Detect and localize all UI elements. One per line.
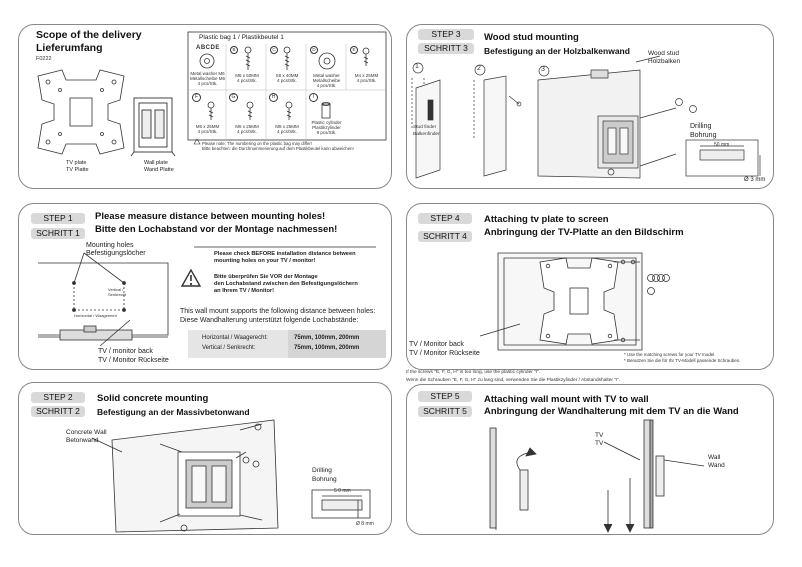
step3-title-de: Befestigung an der Holzbalkenwand [484,46,630,56]
step3-num-3: 3 [541,66,545,73]
product-code: F0222 [36,56,52,62]
warning-en: Please check BEFORE installation distanc… [214,251,356,264]
plastic-bag-box [187,31,387,141]
step5-tag-de: SCHRITT 5 [418,406,472,417]
step3-tag: STEP 3 [418,29,474,40]
step5-title: Attaching wall mount with TV to wall [484,394,649,405]
part-letter-h: H [269,93,278,102]
step2-depth: 5 0 mm [334,488,351,494]
step1-tag-de: SCHRITT 1 [31,228,85,239]
v-value: 75mm, 100mm, 200mm [294,345,360,351]
wall-plate-drawing [130,97,176,157]
step4-below-2: Wenn die Schrauben "E, F, G, H" zu lang … [406,378,621,383]
step3-depth: 50 mm [714,142,730,148]
step2-title: Solid concrete mounting [97,393,209,404]
scope-title: Scope of the delivery [36,29,142,41]
step2-diameter: Ø 8 mm [356,521,374,527]
h-value: 75mm, 100mm, 200mm [294,335,360,341]
step3-diameter: Ø 3 mm [744,177,766,183]
parts-row1-icons [199,46,370,70]
step3-title: Wood stud mounting [484,32,579,43]
part-letter-g: G [229,93,238,102]
step2-title-de: Befestigung an der Massivbetonwand [97,407,250,417]
step3-num-2: 2 [477,65,481,72]
parts-row2-icons [207,101,331,120]
part-letter-d: D [310,46,318,54]
step2-tag-de: SCHRITT 2 [31,406,85,417]
step5-tag: STEP 5 [418,391,472,402]
part-letter-b: B [230,46,238,54]
step1-title: Please measure distance between mounting… [95,211,326,222]
step4-title: Attaching tv plate to screen [484,214,609,225]
h-label: Horizontal / Waagerecht: [202,335,268,341]
step3-tag-de: SCHRITT 3 [418,43,474,54]
supports-text: This wall mount supports the following d… [180,308,376,324]
tv-plate-drawing [37,69,125,155]
step2-tag: STEP 2 [31,392,85,403]
step1-title-de: Bitte den Lochabstand vor der Montage na… [95,224,338,235]
step4-title-de: Anbringung der TV-Platte an den Bildschi… [484,227,684,238]
step3-num-1: 1 [415,63,419,70]
bag-letters: ABCDE [196,45,220,51]
part-letter-i: I [309,93,318,102]
scope-title-de: Lieferumfang [36,42,103,54]
horizontal-label: Horizontal / Waagerecht [74,313,117,318]
step5-title-de: Anbringung der Wandhalterung mit dem TV … [484,406,739,417]
step4-below-1: If the screws "E, F, G, H" is too long, … [406,370,541,375]
bag-title: Plastic bag 1 / Plastikbeutel 1 [199,34,284,41]
step4-note: * Use the matching screws for your TV mo… [624,352,741,363]
step1-tag: STEP 1 [31,213,85,224]
v-label: Vertical / Senkrecht: [202,345,256,351]
vertical-label: Vertical /Senkrecht [108,287,127,297]
part-letter-e: E [350,46,358,54]
step4-tag-de: SCHRITT 4 [418,231,472,242]
part-letter-c: C [270,46,278,54]
bag-note: Please note: The numbering on the plasti… [202,141,354,151]
step4-tag: STEP 4 [418,213,472,224]
part-letter-f: F [192,93,201,102]
